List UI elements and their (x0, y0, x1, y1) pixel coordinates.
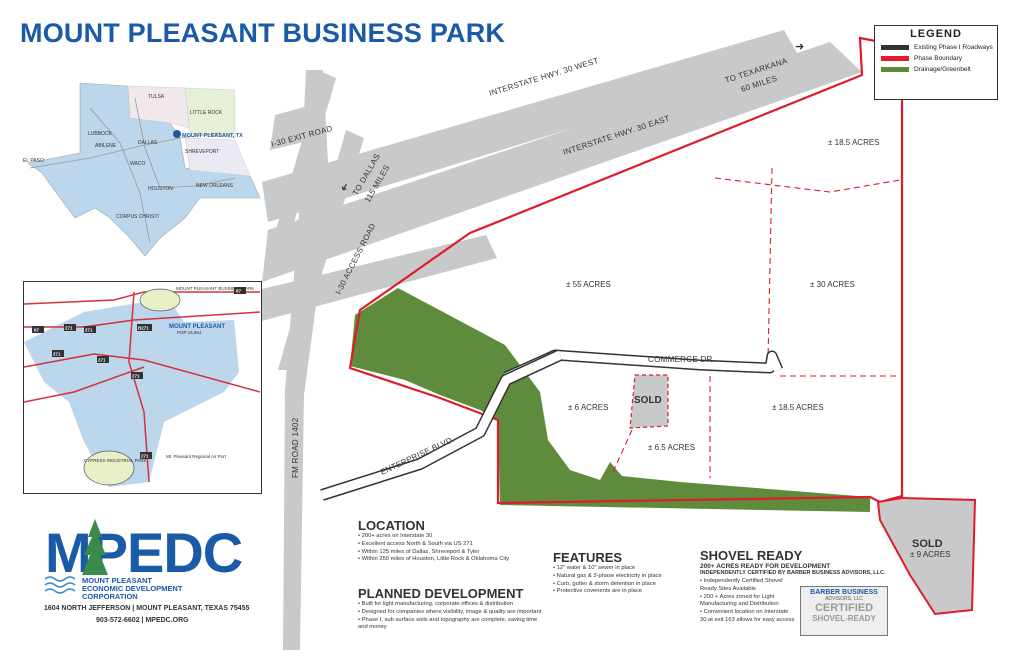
area-business-park: MOUNT PLEASANT BUSINESS PARK (176, 286, 254, 291)
sold-label-1: SOLD (634, 395, 662, 406)
legend-title: LEGEND (910, 28, 962, 40)
legend-item-greenbelt: Drainage/Greenbelt (881, 66, 997, 73)
planned-heading: PLANNED DEVELOPMENT (358, 586, 524, 601)
i30-east-road (262, 42, 862, 282)
parcel-divisions (611, 167, 901, 478)
sold-parcel-1 (629, 374, 669, 429)
city-dallas: DALLAS (138, 140, 158, 146)
arrow-right-icon: ➜ (795, 41, 804, 53)
parcel-18-5-bottom: ± 18.5 ACRES (772, 403, 824, 412)
shovel-bullet: 200 + Acres zoned for Light Manufacturin… (700, 594, 795, 610)
features-bullet: Curb, gutter & storm detention in place (553, 581, 693, 589)
city-corpus-christi: CORPUS CHRISTI (116, 214, 159, 220)
fm-1402-road (283, 70, 330, 650)
planned-bullet: Designed for companies where visibility,… (358, 609, 548, 617)
city-new-orleans: NEW ORLEANS (196, 183, 234, 189)
route-shield-271e: 271 (141, 454, 149, 459)
location-heading: LOCATION (358, 518, 425, 533)
location-section: LOCATION 200+ acres on Interstate 30 Exc… (358, 518, 548, 564)
enterprise-blvd (320, 350, 562, 500)
planned-bullet: Phase I, sub surface soils and topograph… (358, 617, 548, 633)
badge-line3: CERTIFIED (814, 602, 874, 614)
features-bullet: 12" water & 10" sewer in place (553, 565, 693, 573)
city-waco: WACO (130, 161, 145, 167)
area-city: MOUNT PLEASANT (169, 324, 225, 330)
shovel-sub1: 200+ ACRES READY FOR DEVELOPMENT (700, 563, 831, 570)
route-shield-271a: 271 (65, 326, 73, 331)
route-shield-271d: 271 (132, 374, 140, 379)
features-bullet: Protective covenents are in place (553, 588, 693, 596)
badge-line4: SHOVEL-READY (812, 614, 876, 623)
city-shreveport: SHREVEPORT (185, 149, 219, 155)
highlight-mount-pleasant: MOUNT PLEASANT, TX (182, 133, 243, 139)
area-map-inset: MOUNT PLEASANT BUSINESS PARK CYPRESS IND… (23, 281, 262, 494)
shovel-bullet: Independently Certified Shovel Ready Sit… (700, 578, 795, 594)
parcel-55: ± 55 ACRES (566, 280, 611, 289)
label-fm-road: FM ROAD 1402 (291, 417, 300, 478)
features-heading: FEATURES (553, 550, 623, 565)
route-shield-271b: 271 (53, 352, 61, 357)
sold-parcel-2 (876, 496, 977, 616)
city-houston: HOUSTON (148, 186, 173, 192)
contact-address: 1604 NORTH JEFFERSON | MOUNT PLEASANT, T… (44, 605, 250, 612)
area-industrial-park: CYPRESS INDUSTRIAL PARK (84, 458, 147, 463)
contact-phone-web: 903-572-6602 | MPEDC.ORG (96, 617, 189, 624)
city-tulsa: TULSA (148, 94, 165, 100)
area-population: POP 15,564 (177, 330, 202, 335)
shovel-section: SHOVEL READY 200+ ACRES READY FOR DEVELO… (700, 548, 900, 625)
city-little-rock: LITTLE ROCK (190, 110, 223, 116)
water-wave-icon (44, 576, 76, 594)
badge-line2: ADVISORS, LLC (825, 596, 863, 602)
i30-west-road (262, 30, 800, 222)
location-bullet: Within 125 miles of Dallas, Shreveport &… (358, 549, 548, 557)
logo-org-line2: ECONOMIC DEVELOPMENT (82, 584, 183, 593)
logo-org-line1: MOUNT PLEASANT (82, 576, 152, 585)
badge-line1: BARBER BUSINESS (810, 589, 878, 596)
route-shield-67b: 67 (34, 328, 40, 333)
legend-box: LEGEND Existing Phase I Roadways Phase B… (874, 25, 998, 100)
certified-badge: BARBER BUSINESS ADVISORS, LLC CERTIFIED … (800, 586, 888, 636)
sold-acres-2: ± 9 ACRES (910, 550, 950, 559)
features-bullet: Natural gas & 3-phase electricity in pla… (553, 573, 693, 581)
logo-text: MPEDC (45, 521, 242, 584)
tree-icon (82, 519, 108, 575)
route-shield-271c: 271 (98, 358, 106, 363)
shovel-heading: SHOVEL READY (700, 548, 803, 563)
planned-bullet: Built for light manufacturing, corporate… (358, 601, 548, 609)
legend-item-roadways: Existing Phase I Roadways (881, 44, 997, 51)
logo-org-line3: CORPORATION (82, 592, 138, 601)
features-section: FEATURES 12" water & 10" sewer in place … (553, 550, 693, 596)
location-bullet: 200+ acres on Interstate 30 (358, 533, 548, 541)
route-shield-67a: 67 (236, 289, 242, 294)
parcel-30: ± 30 ACRES (810, 280, 855, 289)
route-shield-b271: B271 (138, 326, 149, 331)
drainage-greenbelt (350, 288, 870, 512)
parcel-18-5-top: ± 18.5 ACRES (828, 138, 880, 147)
legend-item-boundary: Phase Boundary (881, 55, 997, 62)
location-bullet: Excellent access North & South via US 27… (358, 541, 548, 549)
shovel-sub2: INDEPENDENTLY CERTIFIED BY BARBER BUSINE… (700, 570, 886, 576)
parcel-6-5: ± 6.5 ACRES (648, 443, 695, 452)
page-title: MOUNT PLEASANT BUSINESS PARK (20, 18, 506, 48)
area-airport: Mt. Pleasant Regional Air Port (166, 454, 227, 459)
sold-label-2: SOLD (912, 538, 943, 550)
city-abilene: ABILENE (95, 143, 117, 149)
route-shield-271f: 271 (85, 328, 93, 333)
texas-region-map: TULSA LITTLE ROCK LUBBOCK DALLAS SHREVEP… (23, 82, 261, 257)
city-lubbock: LUBBOCK (88, 131, 113, 137)
planned-section: PLANNED DEVELOPMENT Built for light manu… (358, 586, 548, 632)
location-bullet: Within 250 miles of Houston, Little Rock… (358, 556, 548, 564)
parcel-6: ± 6 ACRES (568, 403, 608, 412)
mpedc-logo: MPEDC MOUNT PLEASANT ECONOMIC DEVELOPMEN… (44, 519, 243, 601)
shovel-bullet: Convenient location on Interstate 30 at … (700, 609, 795, 625)
label-commerce-dr: COMMERCE DR. (648, 355, 715, 364)
city-el-paso: EL PASO (23, 158, 44, 164)
